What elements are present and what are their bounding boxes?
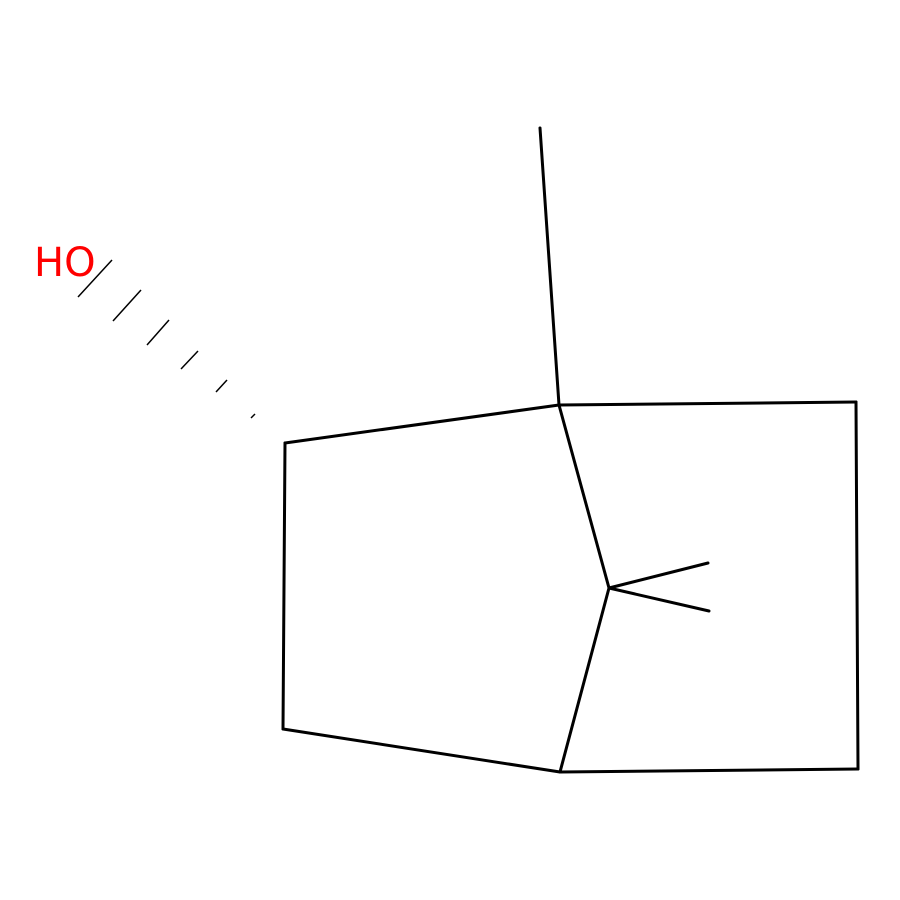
hash-stroke bbox=[146, 319, 170, 346]
bond-c2-c3 bbox=[281, 441, 287, 731]
hash-stroke bbox=[250, 413, 256, 419]
hash-stroke bbox=[180, 350, 199, 370]
bond-methyl-top bbox=[538, 126, 561, 407]
bond-gem-methyl-2 bbox=[607, 586, 711, 613]
hash-stroke bbox=[215, 379, 228, 393]
bond-c1-c7 bbox=[557, 403, 611, 590]
bond-c1-c6 bbox=[557, 400, 858, 407]
bond-c3-c4 bbox=[281, 727, 562, 774]
bond-c6-c5 bbox=[854, 400, 860, 771]
hash-stroke bbox=[112, 289, 142, 322]
hashed-wedge-bond bbox=[77, 259, 256, 419]
hash-stroke bbox=[77, 259, 113, 298]
bond-c7-c4 bbox=[558, 586, 611, 774]
hydroxyl-label: HO bbox=[34, 240, 96, 286]
bond-c1-c2 bbox=[283, 403, 561, 445]
bond-c5-c4 bbox=[558, 767, 860, 774]
bond-gem-methyl-1 bbox=[607, 561, 710, 590]
